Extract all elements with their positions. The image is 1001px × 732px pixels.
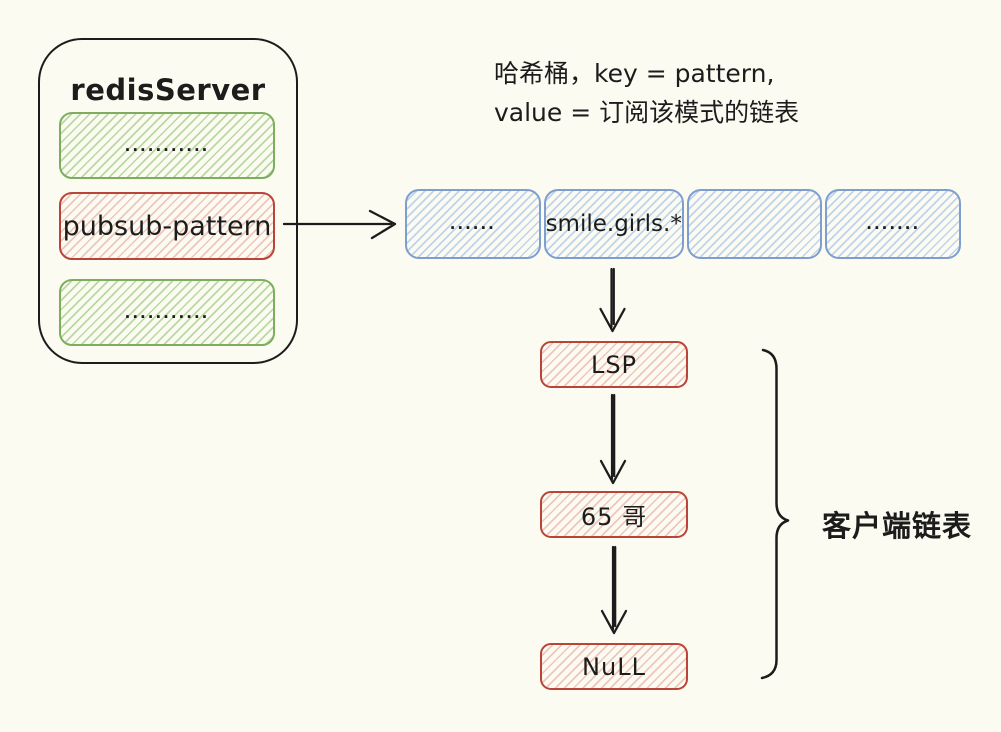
client-node-null: NuLL [540,643,688,690]
server-slot-bottom: ........... [59,279,275,346]
down-arrow-icon [599,267,626,333]
bucket-cell-smile-girls: smile.girls.* [543,189,684,259]
annotation-line-2: value = 订阅该模式的链表 [494,98,800,127]
down-arrow-icon [600,545,628,635]
hash-bucket-annotation: 哈希桶，key = pattern, value = 订阅该模式的链表 [494,54,799,132]
down-arrow-icon [599,393,627,485]
right-arrow-icon [282,209,397,240]
server-slot-pubsub-pattern: pubsub-pattern [59,192,275,260]
bucket-cell: ...... [405,189,541,259]
bucket-cell [686,189,823,259]
right-curly-brace-icon [760,348,790,680]
redis-server-title: redisServer [70,73,266,107]
hash-bucket-row: ...... smile.girls.* ....... [405,189,961,259]
client-node-lsp: LSP [540,341,688,388]
bucket-cell: ....... [825,189,961,259]
annotation-line-1: 哈希桶，key = pattern, [494,59,775,88]
redis-server-box: redisServer ........... pubsub-pattern .… [38,38,298,364]
client-node-65ge: 65 哥 [540,491,688,538]
server-slot-top: ........... [59,112,275,179]
client-list-brace-label: 客户端链表 [822,509,973,543]
